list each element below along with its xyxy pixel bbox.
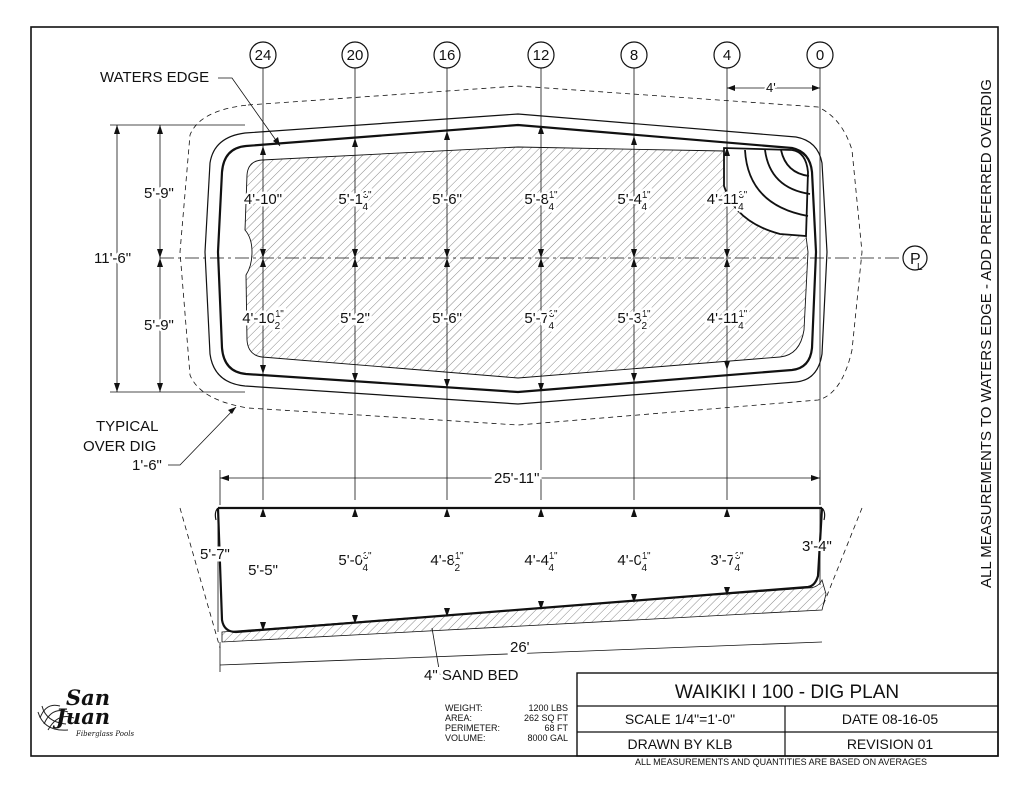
svg-text:PERIMETER:: PERIMETER: — [445, 723, 500, 733]
drawing-date: DATE 08-16-05 — [842, 711, 938, 727]
svg-text:5'-9": 5'-9" — [144, 317, 174, 334]
station-label: 0 — [816, 47, 824, 64]
centerline-symbol: P L — [902, 245, 928, 273]
spec-table: WEIGHT: 1200 LBS AREA: 262 SQ FT PERIMET… — [445, 703, 569, 743]
revision: REVISION 01 — [847, 736, 934, 752]
svg-text:1'-6": 1'-6" — [132, 457, 162, 474]
svg-text:8000 GAL: 8000 GAL — [527, 733, 568, 743]
dim-length-bottom: 26' — [219, 636, 823, 672]
pool-outer-edge — [204, 113, 828, 405]
svg-text:4" SAND BED: 4" SAND BED — [424, 667, 519, 684]
svg-text:Fiberglass Pools: Fiberglass Pools — [75, 730, 134, 738]
dim-length-top: 25'-11" — [219, 467, 821, 505]
station-label: 8 — [630, 47, 638, 64]
svg-text:L: L — [917, 262, 923, 273]
svg-text:5'-7": 5'-7" — [200, 546, 230, 563]
side-note: ALL MEASUREMENTS TO WATERS EDGE - ADD PR… — [978, 79, 995, 588]
svg-text:OVER DIG: OVER DIG — [83, 438, 156, 455]
dimension-label: 5'-6" — [432, 310, 462, 327]
dimension-label: 5'-6" — [432, 191, 462, 208]
svg-text:4': 4' — [766, 80, 776, 95]
overdig-outline — [179, 85, 863, 426]
station-bubble — [433, 41, 461, 69]
station-bubble — [620, 41, 648, 69]
station-bubble — [806, 41, 834, 69]
dimension-label: 5'-5" — [248, 562, 278, 579]
dimension-label: 5'-2" — [340, 310, 370, 327]
drawing-scale: SCALE 1/4"=1'-0" — [625, 711, 735, 727]
drawing-title: WAIKIKI I 100 - DIG PLAN — [675, 682, 899, 703]
end-depths: 5'-7" 3'-4" — [198, 508, 834, 632]
dimension-label: 4'-10" — [244, 191, 282, 208]
station-label: 16 — [439, 47, 456, 64]
pool-shell-section — [216, 506, 824, 634]
svg-text:WEIGHT:: WEIGHT: — [445, 703, 483, 713]
svg-text:11'-6": 11'-6" — [94, 250, 131, 267]
sheet-border — [30, 26, 999, 757]
svg-text:262 SQ FT: 262 SQ FT — [524, 713, 569, 723]
waters-edge-line — [216, 123, 818, 394]
station-bubble — [341, 41, 369, 69]
svg-text:Juan: Juan — [52, 704, 110, 729]
svg-text:1200 LBS: 1200 LBS — [528, 703, 568, 713]
svg-text:San: San — [66, 685, 110, 710]
svg-text:25'-11": 25'-11" — [494, 470, 539, 487]
san-juan-logo: San Juan Fiberglass Pools — [37, 685, 134, 738]
corner-steps — [723, 147, 811, 237]
dim-4ft: 4' — [727, 78, 820, 97]
station-label: 20 — [347, 47, 364, 64]
dim-width: 11'-6" 5'-9" 5'-9" — [92, 124, 245, 393]
station-bubble — [527, 41, 555, 69]
svg-text:WATERS EDGE: WATERS EDGE — [100, 69, 209, 86]
station-label: 24 — [255, 47, 272, 64]
sand-bed — [221, 578, 827, 643]
svg-text:VOLUME:: VOLUME: — [445, 733, 486, 743]
overdig-callout: TYPICAL OVER DIG 1'-6" — [83, 406, 237, 474]
svg-text:68 FT: 68 FT — [544, 723, 568, 733]
svg-text:AREA:: AREA: — [445, 713, 472, 723]
waters-edge-callout: WATERS EDGE — [100, 69, 281, 147]
svg-text:TYPICAL: TYPICAL — [96, 418, 159, 435]
section-view — [179, 506, 863, 649]
svg-text:5'-9": 5'-9" — [144, 185, 174, 202]
station-bubble — [713, 41, 741, 69]
station-markers: 24 20 16 12 8 4 0 — [249, 41, 834, 505]
sand-bed-callout: 4" SAND BED — [421, 627, 522, 687]
svg-text:3'-4": 3'-4" — [802, 538, 832, 555]
drawn-by: DRAWN BY KLB — [627, 736, 732, 752]
title-block: WAIKIKI I 100 - DIG PLAN SCALE 1/4"=1'-0… — [576, 672, 999, 757]
svg-text:26': 26' — [510, 639, 530, 656]
svg-text:P: P — [910, 251, 921, 268]
logo-swirl-icon — [37, 704, 75, 731]
averages-note: ALL MEASUREMENTS AND QUANTITIES ARE BASE… — [635, 757, 927, 767]
station-label: 12 — [533, 47, 550, 64]
station-label: 4 — [723, 47, 731, 64]
station-bubble — [249, 41, 277, 69]
